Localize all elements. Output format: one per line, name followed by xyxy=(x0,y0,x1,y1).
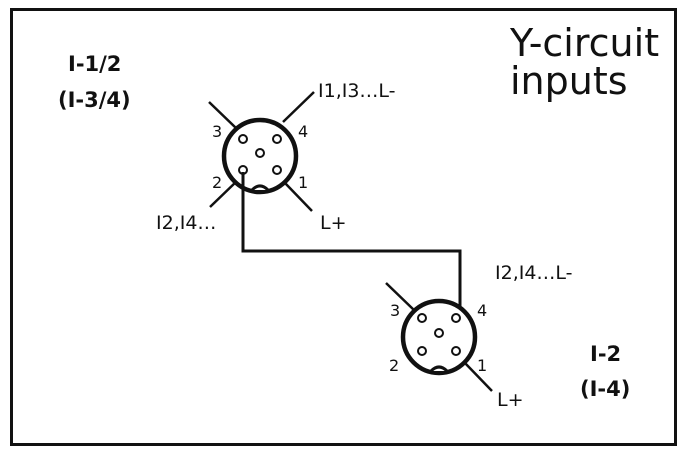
bottom-pin3 xyxy=(417,313,427,323)
bottom-pin1-number: 1 xyxy=(477,356,487,375)
top-pin3-number: 3 xyxy=(212,122,222,141)
y-connection-wire xyxy=(241,172,462,308)
top-pin1 xyxy=(272,165,282,175)
top-pin2-lead xyxy=(209,179,239,208)
bottom-connector xyxy=(385,282,493,392)
bottom-connector-label: I-2 xyxy=(590,342,621,366)
top-connector-label: I-1/2 xyxy=(68,52,121,76)
top-pin3 xyxy=(238,134,248,144)
title-line-2: inputs xyxy=(510,59,628,103)
bottom-pin2 xyxy=(417,346,427,356)
bottom-pin4-number: 4 xyxy=(477,301,487,320)
bottom-pin4-signal: I2,I4…L- xyxy=(495,262,573,284)
top-coding-key xyxy=(250,184,270,192)
top-pin4-signal: I1,I3…L- xyxy=(318,80,396,102)
top-pin4 xyxy=(272,134,282,144)
top-pin4-lead xyxy=(282,91,315,123)
top-pin4-number: 4 xyxy=(298,122,308,141)
top-pin1-signal: L+ xyxy=(320,212,347,234)
bottom-pin2-number: 2 xyxy=(389,356,399,375)
bottom-pin4 xyxy=(451,313,461,323)
top-pin3-lead xyxy=(208,101,237,129)
top-connector-label-alt: (I-3/4) xyxy=(58,88,131,112)
bottom-coding-key xyxy=(429,365,449,373)
top-pin2-signal: I2,I4… xyxy=(156,212,216,234)
bottom-pin1-signal: L+ xyxy=(497,389,524,411)
bottom-connector-label-alt: (I-4) xyxy=(580,377,630,401)
top-pin1-lead xyxy=(284,182,313,212)
bottom-pin1-lead xyxy=(463,361,493,392)
diagram-frame xyxy=(10,8,677,446)
bottom-pin-center xyxy=(434,328,444,338)
top-pin2-number: 2 xyxy=(212,173,222,192)
bottom-pin3-number: 3 xyxy=(390,301,400,320)
top-pin1-number: 1 xyxy=(298,173,308,192)
top-connector xyxy=(208,91,315,212)
title-line-1: Y-circuit xyxy=(509,21,659,65)
bottom-pin3-lead xyxy=(385,282,416,312)
top-pin-center xyxy=(255,148,265,158)
bottom-pin1 xyxy=(451,346,461,356)
